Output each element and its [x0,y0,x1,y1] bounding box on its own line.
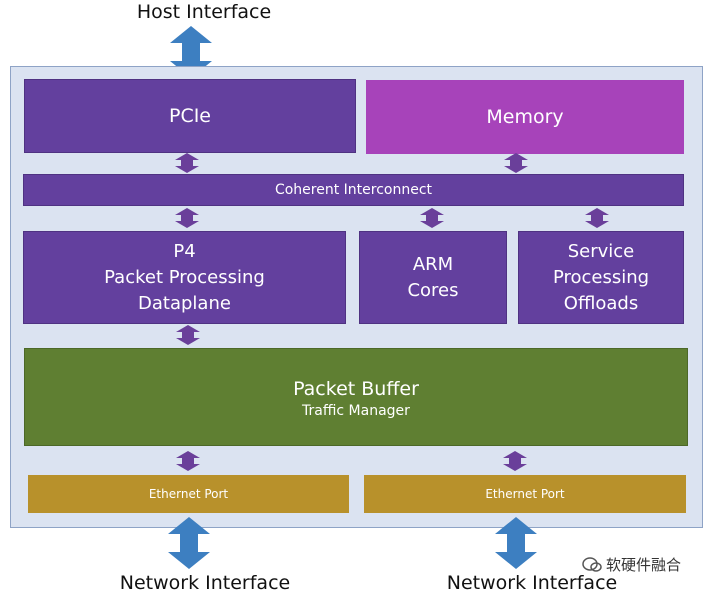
dataplane-label: Dataplane [138,292,231,314]
memory-label: Memory [486,106,564,128]
arm-label: ARM [412,253,454,275]
processing-label: Processing [552,266,650,288]
buffer-port1-arrow [176,451,200,471]
network-interface-label-2: Network Interface [446,572,618,594]
ethernet-port-label: Ethernet Port [148,487,229,501]
arm-cores-block: ARM Cores [359,231,507,324]
service-label: Service [567,240,635,262]
network-interface-arrow-1 [168,517,210,569]
cores-label: Cores [407,279,459,301]
packet-buffer-block: Packet Buffer Traffic Manager [24,348,688,446]
interconnect-arm-arrow [420,208,444,228]
pcie-interconnect-arrow [175,153,199,173]
memory-interconnect-arrow [504,153,528,173]
ethernet-port-label: Ethernet Port [485,487,565,501]
buffer-port2-arrow [503,451,527,471]
host-interface-arrow [170,26,212,78]
watermark-text: 软硬件融合 [606,556,682,574]
service-offloads-block: Service Processing Offloads [518,231,684,324]
network-interface-label-1: Network Interface [119,572,291,594]
pcie-block: PCIe [24,79,356,153]
ethernet-port-2: Ethernet Port [364,475,686,513]
watermark: 软硬件融合 [582,554,681,575]
interconnect-service-arrow [585,208,609,228]
wechat-icon [582,556,602,572]
traffic-manager-label: Traffic Manager [302,403,410,419]
coherent-interconnect-block: Coherent Interconnect [23,174,684,206]
p4-label: P4 [173,240,196,262]
p4-buffer-arrow [176,325,200,345]
coherent-interconnect-label: Coherent Interconnect [274,182,433,198]
memory-block: Memory [366,80,684,154]
ethernet-port-1: Ethernet Port [28,475,349,513]
interconnect-p4-arrow [175,208,199,228]
network-interface-arrow-2 [495,517,537,569]
pcie-label: PCIe [168,105,212,127]
p4-dataplane-block: P4 Packet Processing Dataplane [23,231,346,324]
packet-processing-label: Packet Processing [104,266,265,288]
packet-buffer-label: Packet Buffer [293,378,419,400]
host-interface-label: Host Interface [136,1,272,23]
offloads-label: Offloads [563,292,639,314]
